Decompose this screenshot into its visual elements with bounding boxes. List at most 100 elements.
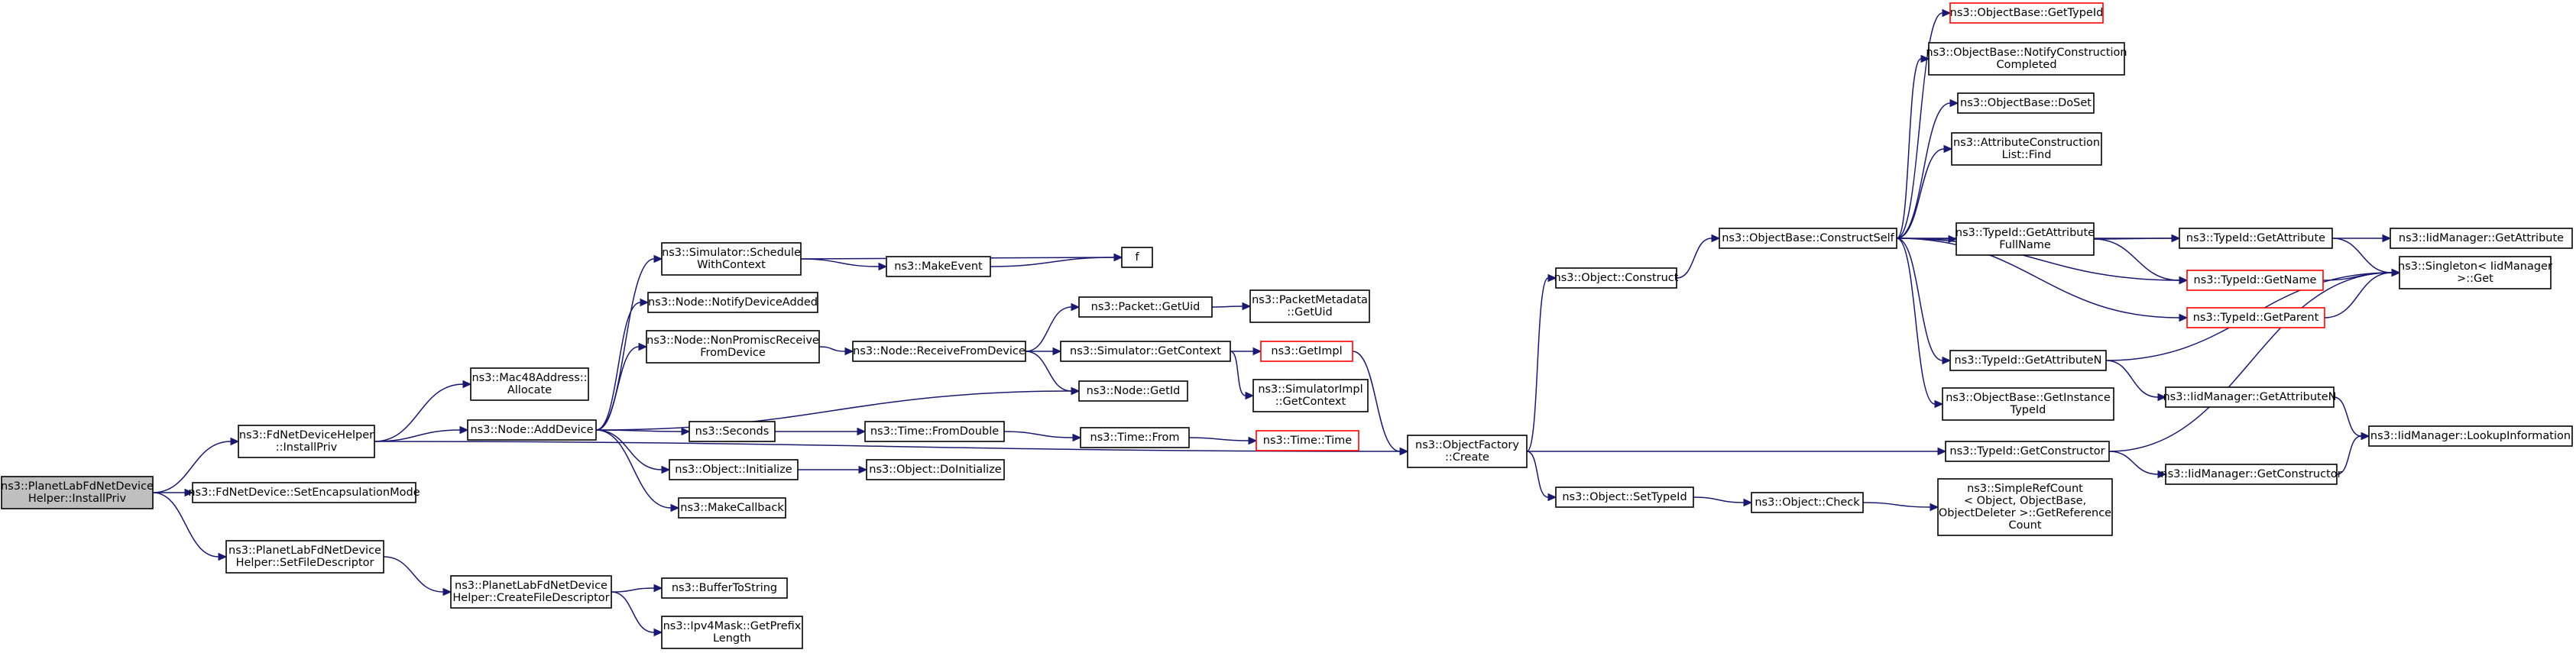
arrowhead-icon xyxy=(2391,268,2401,277)
arrowhead-icon xyxy=(1920,54,1930,63)
arrowhead-icon xyxy=(462,380,472,389)
node-construct-self[interactable]: ns3::ObjectBase::ConstructSelf xyxy=(1719,228,1897,249)
node-typeid-getname[interactable]: ns3::TypeId::GetName xyxy=(2186,270,2324,291)
node-buffer-to-string[interactable]: ns3::BufferToString xyxy=(661,577,788,599)
node-iidmanager-getattribute[interactable]: ns3::IidManager::GetAttribute xyxy=(2390,228,2573,249)
node-typeid-getattribute[interactable]: ns3::TypeId::GetAttribute xyxy=(2179,228,2333,249)
node-label-line: ns3::MakeEvent xyxy=(894,260,983,273)
node-typeid-getparent[interactable]: ns3::TypeId::GetParent xyxy=(2186,307,2325,328)
node-box xyxy=(2368,425,2573,447)
node-box xyxy=(2399,256,2552,289)
edge-line xyxy=(595,429,672,509)
node-label-line: ns3::ObjectBase::GetInstance xyxy=(1946,392,2111,404)
node-box xyxy=(864,421,1005,442)
edge-line xyxy=(2093,238,2173,240)
node-time-time[interactable]: ns3::Time::Time xyxy=(1256,430,1359,451)
node-box xyxy=(1555,267,1677,289)
node-ob-gettypeid[interactable]: ns3::ObjectBase::GetTypeId xyxy=(1949,2,2104,24)
edge-line xyxy=(595,346,640,431)
node-set-typeid[interactable]: ns3::Object::SetTypeId xyxy=(1555,487,1694,508)
node-root[interactable]: ns3::PlanetLabFdNetDeviceHelper::Install… xyxy=(1,476,154,509)
node-label-line: ns3::Object::Construct xyxy=(1554,272,1679,284)
node-iidmanager-lookup[interactable]: ns3::IidManager::LookupInformation xyxy=(2368,425,2573,447)
edge-line xyxy=(1188,437,1249,441)
node-ob-doset[interactable]: ns3::ObjectBase::DoSet xyxy=(1957,92,2095,114)
node-refcount[interactable]: ns3::SimpleRefCount< Object, ObjectBase,… xyxy=(1937,478,2113,536)
node-packet-getuid[interactable]: ns3::Packet::GetUid xyxy=(1078,296,1213,318)
node-ob-notify[interactable]: ns3::ObjectBase::NotifyConstructionCompl… xyxy=(1926,42,2127,76)
node-typeid-getattributen[interactable]: ns3::TypeId::GetAttributeN xyxy=(1949,350,2107,371)
node-box xyxy=(1252,379,1369,412)
node-box xyxy=(1121,247,1153,268)
node-receive-from-device[interactable]: ns3::Node::ReceiveFromDevice xyxy=(852,341,1026,362)
edge-simulator_getcontext-to-simimpl_getcontext xyxy=(1230,351,1255,400)
node-iidmanager-getattributen[interactable]: ns3::IidManager::GetAttributeN xyxy=(2163,386,2337,408)
node-label-line: ns3::Node::ReceiveFromDevice xyxy=(853,345,1026,357)
arrowhead-icon xyxy=(653,628,663,637)
node-iidmanager-getconstructor[interactable]: ns3::IidManager::GetConstructor xyxy=(2160,464,2342,485)
edge-object_factory_create-to-set_typeid xyxy=(1526,451,1557,502)
node-create-fd[interactable]: ns3::PlanetLabFdNetDeviceHelper::CreateF… xyxy=(450,575,612,609)
node-object-factory-create[interactable]: ns3::ObjectFactory::Create xyxy=(1407,435,1528,468)
node-packet-metadata-getuid[interactable]: ns3::PacketMetadata::GetUid xyxy=(1249,289,1370,323)
node-label-line: ns3::Object::Check xyxy=(1755,496,1860,509)
edge-line xyxy=(818,346,846,352)
arrowhead-icon xyxy=(1072,433,1082,442)
arrowhead-icon xyxy=(1248,436,1258,445)
node-label-line: ::GetContext xyxy=(1275,396,1346,408)
node-typeid-getconstructor[interactable]: ns3::TypeId::GetConstructor xyxy=(1945,441,2110,462)
node-do-initialize[interactable]: ns3::Object::DoInitialize xyxy=(866,459,1005,480)
node-object-construct[interactable]: ns3::Object::Construct xyxy=(1554,267,1679,289)
node-make-callback[interactable]: ns3::MakeCallback xyxy=(678,497,786,519)
node-time-fromdouble[interactable]: ns3::Time::FromDouble xyxy=(864,421,1005,442)
node-f[interactable]: f xyxy=(1121,247,1153,268)
edge-seconds-to-time_fromdouble xyxy=(774,427,867,436)
node-fd-installpriv[interactable]: ns3::FdNetDeviceHelper::InstallPriv xyxy=(238,425,375,458)
node-simimpl-getcontext[interactable]: ns3::SimulatorImpl::GetContext xyxy=(1252,379,1369,412)
node-add-device[interactable]: ns3::Node::AddDevice xyxy=(467,419,597,441)
node-singleton-get[interactable]: ns3::Singleton< IidManager >::Get xyxy=(2398,256,2552,289)
node-label-line: < Object, ObjectBase, xyxy=(1964,495,2086,507)
arrowhead-icon xyxy=(230,437,240,446)
arrowhead-icon xyxy=(2157,393,2167,402)
arrowhead-icon xyxy=(1743,498,1753,507)
node-simulator-getcontext[interactable]: ns3::Simulator::GetContext xyxy=(1060,341,1231,362)
node-object-check[interactable]: ns3::Object::Check xyxy=(1751,492,1864,513)
node-box xyxy=(225,540,384,574)
node-label-line: ns3::Singleton< IidManager xyxy=(2398,260,2552,273)
node-box xyxy=(1719,228,1897,249)
node-label-line: ns3::MakeCallback xyxy=(680,502,784,514)
node-box xyxy=(678,497,786,519)
edge-add_device-to-notify_device_added xyxy=(595,298,650,431)
node-set-fd[interactable]: ns3::PlanetLabFdNetDeviceHelper::SetFile… xyxy=(225,540,384,574)
edge-line xyxy=(1896,148,1945,239)
node-mac-allocate[interactable]: ns3::Mac48Address::Allocate xyxy=(470,367,589,401)
node-notify-device-added[interactable]: ns3::Node::NotifyDeviceAdded xyxy=(647,292,818,313)
node-label-line: ns3::ObjectFactory xyxy=(1415,439,1519,451)
arrowhead-icon xyxy=(1711,234,1721,243)
node-node-getid[interactable]: ns3::Node::GetId xyxy=(1078,380,1188,402)
node-get-impl[interactable]: ns3::GetImpl xyxy=(1260,341,1353,362)
node-label-line: TypeId xyxy=(2010,404,2046,416)
edge-get_impl-to-object_factory_create xyxy=(1352,351,1409,456)
node-label-line: ns3::ObjectBase::GetTypeId xyxy=(1950,7,2104,19)
node-box xyxy=(238,425,375,458)
node-box xyxy=(1949,2,2104,24)
node-time-from[interactable]: ns3::Time::From xyxy=(1080,427,1190,448)
node-seconds[interactable]: ns3::Seconds xyxy=(689,421,776,442)
arrowhead-icon xyxy=(184,488,194,497)
node-box xyxy=(1555,487,1694,508)
edge-object_factory_create-to-object_construct xyxy=(1526,273,1557,452)
node-make-event[interactable]: ns3::MakeEvent xyxy=(886,256,991,277)
node-set-encap[interactable]: ns3::FdNetDevice::SetEncapsulationMode xyxy=(188,482,420,503)
node-object-initialize[interactable]: ns3::Object::Initialize xyxy=(669,459,799,480)
arrowhead-icon xyxy=(653,583,663,593)
arrowhead-icon xyxy=(1252,347,1262,356)
node-label-line: ns3::TypeId::GetParent xyxy=(2193,312,2319,324)
